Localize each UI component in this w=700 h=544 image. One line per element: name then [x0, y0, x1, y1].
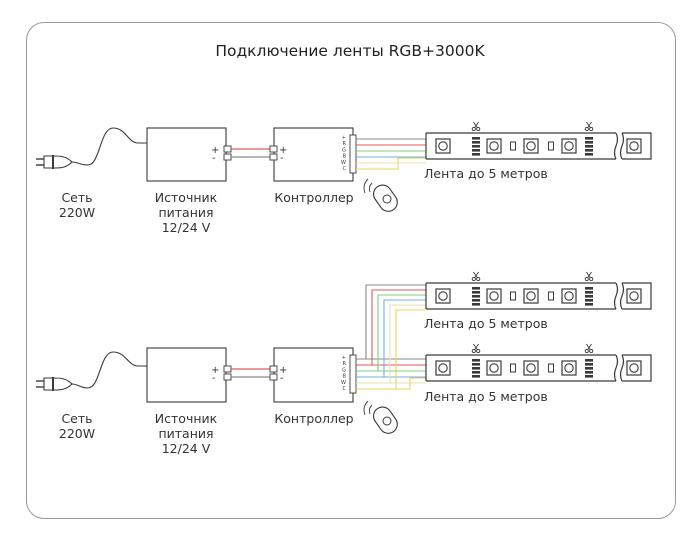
strip-label: Лента до 5 метров — [424, 389, 548, 404]
ctrl-minus-mark: - — [280, 153, 284, 164]
power-supply-box — [146, 127, 227, 182]
controller-pin-label: + — [342, 135, 346, 141]
led-strip — [426, 122, 651, 159]
top-diagram — [35, 122, 651, 216]
ctrl-plus-mark: + — [279, 365, 288, 376]
controller-pin-label: W — [341, 380, 346, 386]
psu-plus-mark: + — [211, 365, 220, 376]
controller-pin-label: C — [343, 166, 347, 172]
controller-pin-label: R — [343, 141, 347, 147]
controller-label: Контроллер — [274, 190, 354, 205]
power-plug-icon — [35, 376, 73, 392]
power-plug-icon — [35, 154, 73, 170]
diagram-frame — [26, 22, 676, 519]
controller-pin-label: G — [342, 147, 346, 153]
ctrl-plus-mark: + — [279, 145, 288, 156]
strip-label: Лента до 5 метров — [424, 166, 548, 181]
controller-pin-label: R — [343, 361, 347, 367]
psu-minus-mark: - — [212, 373, 216, 384]
controller-pin-label: B — [343, 374, 347, 380]
controller-box — [273, 127, 354, 182]
psu-minus-mark: - — [212, 153, 216, 164]
remote-control-icon — [363, 400, 402, 438]
diagram-title: Подключение ленты RGB+3000K — [215, 42, 485, 60]
controller-pin-label: G — [342, 367, 346, 373]
led-strip — [426, 272, 651, 309]
controller-box — [273, 347, 354, 403]
controller-pin-label: B — [343, 154, 347, 160]
bottom-diagram — [35, 272, 651, 438]
led-strip — [426, 344, 651, 381]
ctrl-minus-mark: - — [280, 373, 284, 384]
remote-control-icon — [363, 178, 402, 216]
controller-pin-label: + — [342, 355, 346, 361]
strip-label: Лента до 5 метров — [424, 316, 548, 331]
controller-label: Контроллер — [274, 411, 354, 426]
controller-pin-label: W — [341, 160, 346, 166]
psu-plus-mark: + — [211, 145, 220, 156]
controller-pin-label: C — [343, 386, 347, 392]
